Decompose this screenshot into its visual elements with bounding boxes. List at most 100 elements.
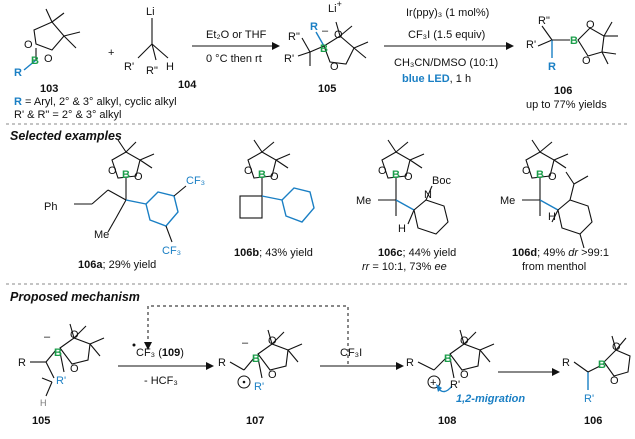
- methyl-label: Me: [94, 229, 109, 241]
- compound-number-106: 106: [554, 85, 572, 97]
- r-prime-label: R': [124, 61, 134, 73]
- hydrogen-atom: H: [166, 61, 174, 73]
- cf3-radical-label: CF₃ (109): [136, 347, 184, 359]
- oxygen-atom: O: [378, 165, 387, 177]
- product-106: R" R' R B O O 106 up to 77% yields: [526, 15, 618, 111]
- example-106d-source: from menthol: [522, 261, 586, 273]
- step1-conditions: 0 °C then rt: [206, 53, 262, 65]
- oxygen-atom: O: [268, 369, 277, 381]
- radical-chain-loop: [144, 305, 349, 364]
- r-group-label: R: [218, 357, 226, 369]
- intermediate-105: Li+ R – B O O R" R' 105: [284, 0, 369, 95]
- mechanism-species-105: R – B O O R' H 105: [18, 323, 105, 427]
- example-106c-selectivity: rr = 10:1, 73% ee: [362, 261, 447, 273]
- boron-atom: B: [31, 55, 39, 67]
- mechanism-arrow-2: CF₃I: [320, 347, 404, 370]
- r-prime-label: R': [56, 375, 66, 387]
- r-prime-label: R': [254, 381, 264, 393]
- oxygen-atom: O: [24, 39, 33, 51]
- r-group-label: R: [548, 61, 556, 73]
- migration-label: 1,2-migration: [456, 393, 525, 405]
- byproduct-label: - HCF₃: [144, 375, 178, 387]
- r-group-label: R: [18, 357, 26, 369]
- oxygen-atom: O: [612, 341, 621, 353]
- oxygen-atom: O: [522, 165, 531, 177]
- boron-atom: B: [252, 353, 260, 365]
- oxygen-atom: O: [460, 369, 469, 381]
- compound-number-108: 108: [438, 415, 456, 427]
- lithium-atom: Li: [146, 6, 155, 18]
- methyl-label: Me: [500, 195, 515, 207]
- boron-atom: B: [258, 169, 266, 181]
- lithium-cation: Li+: [328, 0, 342, 15]
- example-106a: B O O Ph Me CF₃ CF₃ 106a; 29% yield: [44, 139, 205, 271]
- hydrogen-atom: H: [398, 223, 406, 235]
- hydrogen-atom: H: [548, 211, 556, 223]
- boc-group-label: Boc: [432, 175, 451, 187]
- example-106c: B O O N Boc Me H 106c; 44% yield rr = 10…: [356, 139, 456, 273]
- cf3-group-label: CF₃: [186, 175, 205, 187]
- oxygen-atom: O: [610, 375, 619, 387]
- r-prime-label: R': [284, 53, 294, 65]
- compound-number-107: 107: [246, 415, 264, 427]
- boron-atom: B: [392, 169, 400, 181]
- oxygen-atom: O: [270, 171, 279, 183]
- section-header-proposed-mechanism: Proposed mechanism: [10, 290, 140, 304]
- r-prime-label: R': [450, 379, 460, 391]
- substrate-scope-note-2: R' & R" = 2° & 3° alkyl: [14, 109, 121, 121]
- step2-reagent: CF₃I (1.5 equiv): [408, 29, 485, 41]
- compound-number-103: 103: [40, 83, 58, 95]
- boron-atom: B: [598, 359, 606, 371]
- oxygen-atom: O: [330, 61, 339, 73]
- example-106d-caption: 106d; 49% dr >99:1: [512, 247, 609, 259]
- oxygen-atom: O: [134, 171, 143, 183]
- hydrogen-atom: H: [40, 398, 47, 408]
- oxygen-atom: O: [108, 165, 117, 177]
- boron-atom: B: [536, 169, 544, 181]
- step2-light: blue LED, 1 h: [402, 73, 471, 85]
- mechanism-species-106: R B O O R' 106: [562, 335, 631, 427]
- substrate-scope-note-1: R = Aryl, 2° & 3° alkyl, cyclic alkyl: [14, 96, 177, 108]
- oxygen-atom: O: [70, 363, 79, 375]
- reaction-arrow-2: Ir(ppy)₃ (1 mol%) CF₃I (1.5 equiv) CH₃CN…: [384, 7, 514, 85]
- example-106b-caption: 106b; 43% yield: [234, 247, 313, 259]
- oxygen-atom: O: [244, 165, 253, 177]
- r-prime-label: R': [584, 393, 594, 405]
- compound-number-106: 106: [584, 415, 602, 427]
- step1-solvent: Et₂O or THF: [206, 29, 267, 41]
- boronate-charge: –: [242, 337, 249, 349]
- oxygen-atom: O: [70, 329, 79, 341]
- step2-catalyst: Ir(ppy)₃ (1 mol%): [406, 7, 489, 19]
- phenyl-label: Ph: [44, 201, 57, 213]
- mechanism-species-107: R – B O O R' 107: [218, 329, 303, 427]
- compound-number-105: 105: [318, 83, 336, 95]
- oxygen-atom: O: [548, 171, 557, 183]
- reagent-104: Li R' R" H 104: [124, 6, 197, 91]
- example-106b: B O O 106b; 43% yield: [234, 139, 315, 259]
- section-header-selected-examples: Selected examples: [10, 129, 122, 143]
- boron-atom: B: [444, 353, 452, 365]
- boron-atom: B: [122, 169, 130, 181]
- r-double-prime-label: R": [538, 15, 550, 27]
- boronate-charge: –: [322, 25, 329, 37]
- carbocation-charge: +: [430, 377, 436, 389]
- oxygen-atom: O: [404, 171, 413, 183]
- oxygen-atom: O: [582, 55, 591, 67]
- plus-sign: +: [108, 47, 114, 59]
- r-double-prime-label: R": [146, 65, 158, 77]
- mechanism-arrow-1: CF₃ (109) - HCF₃: [118, 343, 214, 387]
- oxygen-atom: O: [268, 335, 277, 347]
- r-group-label: R: [310, 21, 318, 33]
- mechanism-species-108: R + B O O R' 108: [406, 329, 495, 427]
- example-106a-caption: 106a; 29% yield: [78, 259, 156, 271]
- boron-atom: B: [570, 35, 578, 47]
- oxygen-atom: O: [586, 19, 595, 31]
- r-group-label: R: [406, 357, 414, 369]
- compound-number-105: 105: [32, 415, 50, 427]
- nitrogen-atom: N: [424, 189, 432, 201]
- compound-number-104: 104: [178, 79, 197, 91]
- boron-atom: B: [320, 43, 328, 55]
- r-group-label: R: [562, 357, 570, 369]
- example-106d: B O O Me H 106d; 49% dr >99:1 from menth…: [500, 139, 609, 273]
